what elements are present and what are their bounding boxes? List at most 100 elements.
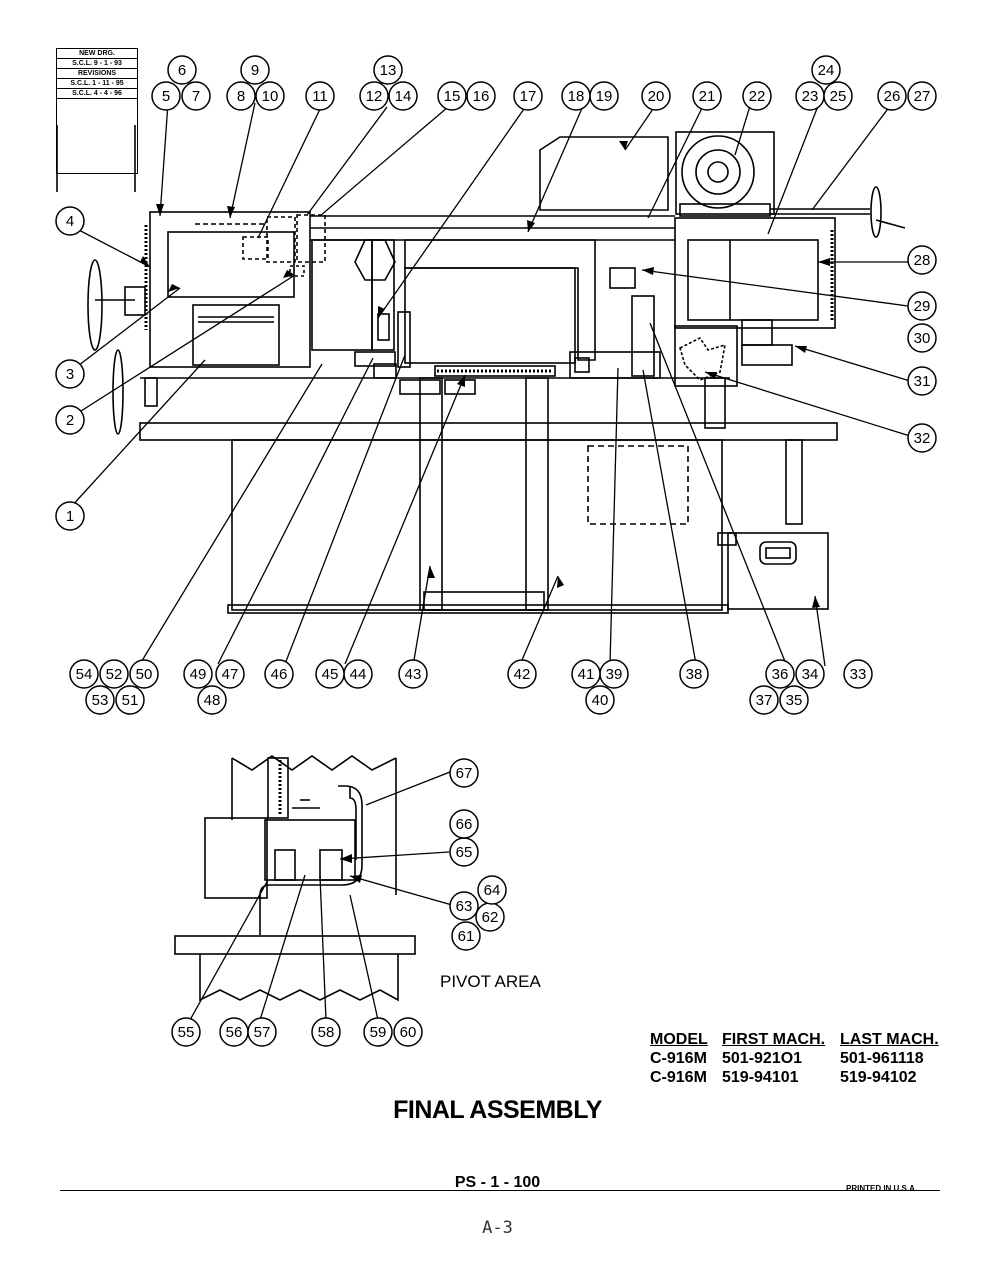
callout-label: 12: [366, 88, 383, 105]
callout-41: 41: [571, 659, 601, 689]
callout-label: 47: [222, 666, 239, 683]
callout-33: 33: [843, 659, 873, 689]
callout-label: 21: [699, 88, 716, 105]
callout-4: 4: [55, 206, 85, 236]
callout-22: 22: [742, 81, 772, 111]
model-header: MODEL: [650, 1031, 708, 1048]
callout-56: 56: [219, 1017, 249, 1047]
callout-16: 16: [466, 81, 496, 111]
callout-label: 57: [254, 1024, 271, 1041]
callout-label: 32: [914, 430, 931, 447]
callout-label: 5: [162, 88, 170, 105]
callout-7: 7: [181, 81, 211, 111]
callout-1: 1: [55, 501, 85, 531]
callout-48: 48: [197, 685, 227, 715]
callout-54: 54: [69, 659, 99, 689]
callout-label: 40: [592, 692, 609, 709]
callout-27: 27: [907, 81, 937, 111]
callout-label: 14: [395, 88, 412, 105]
callout-63: 63: [449, 891, 479, 921]
callout-45: 45: [315, 659, 345, 689]
pivot-area-label: PIVOT AREA: [440, 972, 541, 991]
callout-label: 66: [456, 816, 473, 833]
callout-label: 11: [312, 88, 328, 105]
callout-36: 36: [765, 659, 795, 689]
callout-label: 30: [914, 330, 931, 347]
callout-40: 40: [585, 685, 615, 715]
callout-label: 33: [850, 666, 867, 683]
callout-label: 67: [456, 765, 473, 782]
callout-label: 53: [92, 692, 109, 709]
revision-1: S.C.L. 1 - 11 - 95: [57, 79, 137, 89]
callout-label: 35: [786, 692, 803, 709]
callout-5: 5: [151, 81, 181, 111]
callout-35: 35: [779, 685, 809, 715]
callout-59: 59: [363, 1017, 393, 1047]
callout-label: 7: [192, 88, 200, 105]
first-mach-header: FIRST MACH.: [722, 1031, 826, 1048]
callout-55: 55: [171, 1017, 201, 1047]
callout-11: 11: [305, 81, 335, 111]
callout-25: 25: [823, 81, 853, 111]
callout-26: 26: [877, 81, 907, 111]
model-row: C-916M 519-94101 519-94102: [650, 1068, 950, 1087]
callout-label: 56: [226, 1024, 243, 1041]
callout-53: 53: [85, 685, 115, 715]
callout-label: 50: [136, 666, 153, 683]
callout-2: 2: [55, 405, 85, 435]
callout-label: 19: [596, 88, 613, 105]
last-mach-cell: 519-94102: [840, 1069, 917, 1086]
callout-label: 1: [66, 508, 74, 525]
callout-19: 19: [589, 81, 619, 111]
callout-30: 30: [907, 323, 937, 353]
callout-13: 13: [373, 55, 403, 85]
model-row: C-916M 501-921O1 501-961118: [650, 1049, 950, 1068]
callout-label: 16: [473, 88, 490, 105]
callout-label: 25: [830, 88, 847, 105]
callout-34: 34: [795, 659, 825, 689]
callout-51: 51: [115, 685, 145, 715]
callout-24: 24: [811, 55, 841, 85]
callout-14: 14: [388, 81, 418, 111]
bottom-rule: [60, 1190, 940, 1191]
callout-label: 6: [178, 62, 186, 79]
handwritten-page-mark: A-3: [482, 1218, 513, 1238]
callout-39: 39: [599, 659, 629, 689]
callout-50: 50: [129, 659, 159, 689]
callout-label: 62: [482, 909, 499, 926]
model-cell: C-916M: [650, 1069, 707, 1086]
callout-label: 13: [380, 62, 397, 79]
callout-label: 9: [251, 62, 259, 79]
callout-label: 39: [606, 666, 623, 683]
callout-label: 65: [456, 844, 473, 861]
callout-label: 59: [370, 1024, 387, 1041]
callout-label: 58: [318, 1024, 335, 1041]
callout-label: 44: [350, 666, 367, 683]
callout-37: 37: [749, 685, 779, 715]
callout-label: 17: [520, 88, 537, 105]
callout-label: 27: [914, 88, 931, 105]
callout-58: 58: [311, 1017, 341, 1047]
callout-label: 4: [66, 213, 74, 230]
callout-label: 61: [458, 928, 475, 945]
callout-label: 51: [122, 692, 139, 709]
callout-21: 21: [692, 81, 722, 111]
callout-label: 43: [405, 666, 422, 683]
callout-8: 8: [226, 81, 256, 111]
callout-12: 12: [359, 81, 389, 111]
callout-28: 28: [907, 245, 937, 275]
callout-29: 29: [907, 291, 937, 321]
callout-label: 29: [914, 298, 931, 315]
callout-label: 28: [914, 252, 931, 269]
callout-label: 34: [802, 666, 819, 683]
callout-label: 37: [756, 692, 773, 709]
callout-label: 49: [190, 666, 207, 683]
callout-49: 49: [183, 659, 213, 689]
new-drg-line2: S.C.L. 9 - 1 - 93: [57, 59, 137, 69]
callout-66: 66: [449, 809, 479, 839]
drawing-title: FINAL ASSEMBLY: [393, 1096, 602, 1124]
callout-23: 23: [795, 81, 825, 111]
callout-label: 38: [686, 666, 703, 683]
callout-label: 45: [322, 666, 339, 683]
